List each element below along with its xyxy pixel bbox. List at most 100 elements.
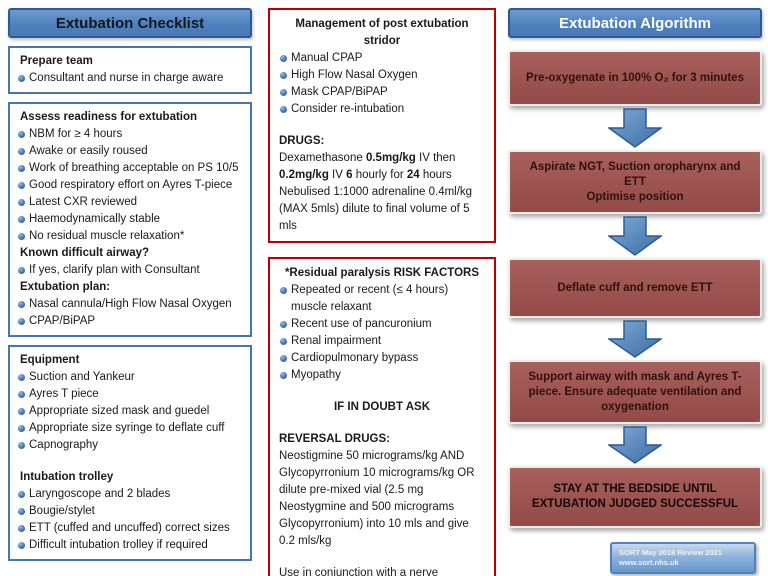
down-arrow-icon <box>608 320 662 358</box>
checklist-item-label: Appropriate size syringe to deflate cuff <box>29 422 225 434</box>
stridor-item: Consider re-intubation <box>279 101 485 118</box>
algorithm-step: Support airway with mask and Ayres T-pie… <box>508 360 762 424</box>
algorithm-step: Aspirate NGT, Suction oropharynx and ETT… <box>508 150 762 214</box>
paralysis-title: *Residual paralysis RISK FACTORS <box>284 267 480 279</box>
paralysis-item: Cardiopulmonary bypass <box>279 350 485 367</box>
extubation-plan-heading: Extubation plan: <box>20 281 111 293</box>
paralysis-item: Recent use of pancuronium <box>279 316 485 333</box>
bullet-icon <box>280 355 287 362</box>
bullet-icon <box>280 372 287 379</box>
bullet-icon <box>18 165 25 172</box>
checklist-item-label: If yes, clarify plan with Consultant <box>29 264 200 276</box>
bullet-icon <box>280 321 287 328</box>
bullet-icon <box>280 287 287 294</box>
checklist-item: Latest CXR reviewed <box>17 194 244 211</box>
bullet-icon <box>18 233 25 240</box>
prepare-team-heading: Prepare team <box>20 55 93 67</box>
checklist-item: ETT (cuffed and uncuffed) correct sizes <box>17 520 244 537</box>
info-column: Management of post extubation stridor Ma… <box>268 8 496 576</box>
checklist-item: If yes, clarify plan with Consultant <box>17 262 244 279</box>
drug-text-bold: 0.2mg/kg <box>279 169 329 181</box>
checklist-item-label: Consultant and nurse in charge aware <box>29 72 224 84</box>
reversal-heading: REVERSAL DRUGS: <box>279 433 390 445</box>
down-arrow-icon <box>608 426 662 464</box>
drug-text: IV then <box>415 152 456 164</box>
drug-text: Dexamethasone <box>279 152 366 164</box>
bullet-icon <box>280 106 287 113</box>
checklist-item: Difficult intubation trolley if required <box>17 537 244 554</box>
bullet-icon <box>18 267 25 274</box>
spacer <box>279 384 485 399</box>
spacer <box>17 454 244 469</box>
checklist-item-label: Appropriate sized mask and guedel <box>29 405 210 417</box>
checklist-title-label: Extubation Checklist <box>55 14 205 32</box>
difficult-airway-heading: Known difficult airway? <box>20 247 150 259</box>
algorithm-step-label: Support airway with mask and Ayres T-pie… <box>528 370 742 413</box>
equipment-box: Equipment Suction and Yankeur Ayres T pi… <box>8 345 252 561</box>
checklist-item: Laryngoscope and 2 blades <box>17 486 244 503</box>
algorithm-step: Deflate cuff and remove ETT <box>508 258 762 318</box>
checklist-item-label: NBM for ≥ 4 hours <box>29 128 123 140</box>
nerve-stimulator-note: Use in conjunction with a nerve stimulat… <box>279 567 439 576</box>
stridor-item: Manual CPAP <box>279 50 485 67</box>
checklist-item-label: Difficult intubation trolley if required <box>29 539 208 551</box>
checklist-item: Good respiratory effort on Ayres T-piece <box>17 177 244 194</box>
spacer <box>279 118 485 133</box>
paralysis-item-label: Repeated or recent (≤ 4 hours) muscle re… <box>291 284 449 313</box>
checklist-item: Awake or easily roused <box>17 143 244 160</box>
checklist-item-label: Haemodynamically stable <box>29 213 161 225</box>
checklist-item: Work of breathing acceptable on PS 10/5 <box>17 160 244 177</box>
checklist-title: Extubation Checklist <box>8 8 252 38</box>
assess-readiness-box: Assess readiness for extubation NBM for … <box>8 102 252 337</box>
stridor-item-label: Consider re-intubation <box>291 103 405 115</box>
bullet-icon <box>18 182 25 189</box>
bullet-icon <box>18 216 25 223</box>
bullet-icon <box>280 89 287 96</box>
bullet-icon <box>18 318 25 325</box>
drug-text: IV <box>328 169 347 181</box>
if-in-doubt-text: IF IN DOUBT ASK <box>333 401 431 413</box>
checklist-item-label: CPAP/BiPAP <box>29 315 96 327</box>
algorithm-step: Pre-oxygenate in 100% O₂ for 3 minutes <box>508 50 762 106</box>
checklist-item-label: No residual muscle relaxation* <box>29 230 185 242</box>
drugs-nebulised-line: Nebulised 1:1000 adrenaline 0.4ml/kg (MA… <box>279 186 473 232</box>
drug-text-bold: 24 <box>406 169 420 181</box>
drug-text: hourly for <box>352 169 407 181</box>
algorithm-title-label: Extubation Algorithm <box>559 14 711 32</box>
checklist-item-label: Bougie/stylet <box>29 505 95 517</box>
checklist-item: Bougie/stylet <box>17 503 244 520</box>
bullet-icon <box>280 72 287 79</box>
stridor-item-label: High Flow Nasal Oxygen <box>291 69 418 81</box>
checklist-item: Nasal cannula/High Flow Nasal Oxygen <box>17 296 244 313</box>
paralysis-item-label: Renal impairment <box>291 335 382 347</box>
bullet-icon <box>18 525 25 532</box>
checklist-item: Ayres T piece <box>17 386 244 403</box>
stridor-item: High Flow Nasal Oxygen <box>279 67 485 84</box>
drug-text-bold: 6 <box>346 169 353 181</box>
stridor-box: Management of post extubation stridor Ma… <box>268 8 496 243</box>
paralysis-item: Myopathy <box>279 367 485 384</box>
checklist-item: Consultant and nurse in charge aware <box>17 70 244 87</box>
spacer <box>279 550 485 565</box>
drug-text-bold: 0.5mg/kg <box>365 152 416 164</box>
bullet-icon <box>280 55 287 62</box>
checklist-item: Appropriate size syringe to deflate cuff <box>17 420 244 437</box>
bullet-icon <box>18 491 25 498</box>
checklist-item: Haemodynamically stable <box>17 211 244 228</box>
stridor-title: Management of post extubation stridor <box>295 18 469 47</box>
algorithm-title: Extubation Algorithm <box>508 8 762 38</box>
paralysis-item: Repeated or recent (≤ 4 hours) muscle re… <box>279 282 485 316</box>
bullet-icon <box>18 199 25 206</box>
sort-credit-box: SORT May 2018 Review 2021 www.sort.nhs.u… <box>610 542 756 574</box>
bullet-icon <box>18 391 25 398</box>
stridor-item: Mask CPAP/BiPAP <box>279 84 485 101</box>
bullet-icon <box>280 338 287 345</box>
checklist-item-label: Capnography <box>29 439 99 451</box>
checklist-item-label: Laryngoscope and 2 blades <box>29 488 171 500</box>
bullet-icon <box>18 408 25 415</box>
spacer <box>279 416 485 431</box>
intubation-trolley-heading: Intubation trolley <box>20 471 114 483</box>
paralysis-item-label: Cardiopulmonary bypass <box>291 352 419 364</box>
checklist-item-label: Work of breathing acceptable on PS 10/5 <box>29 162 239 174</box>
